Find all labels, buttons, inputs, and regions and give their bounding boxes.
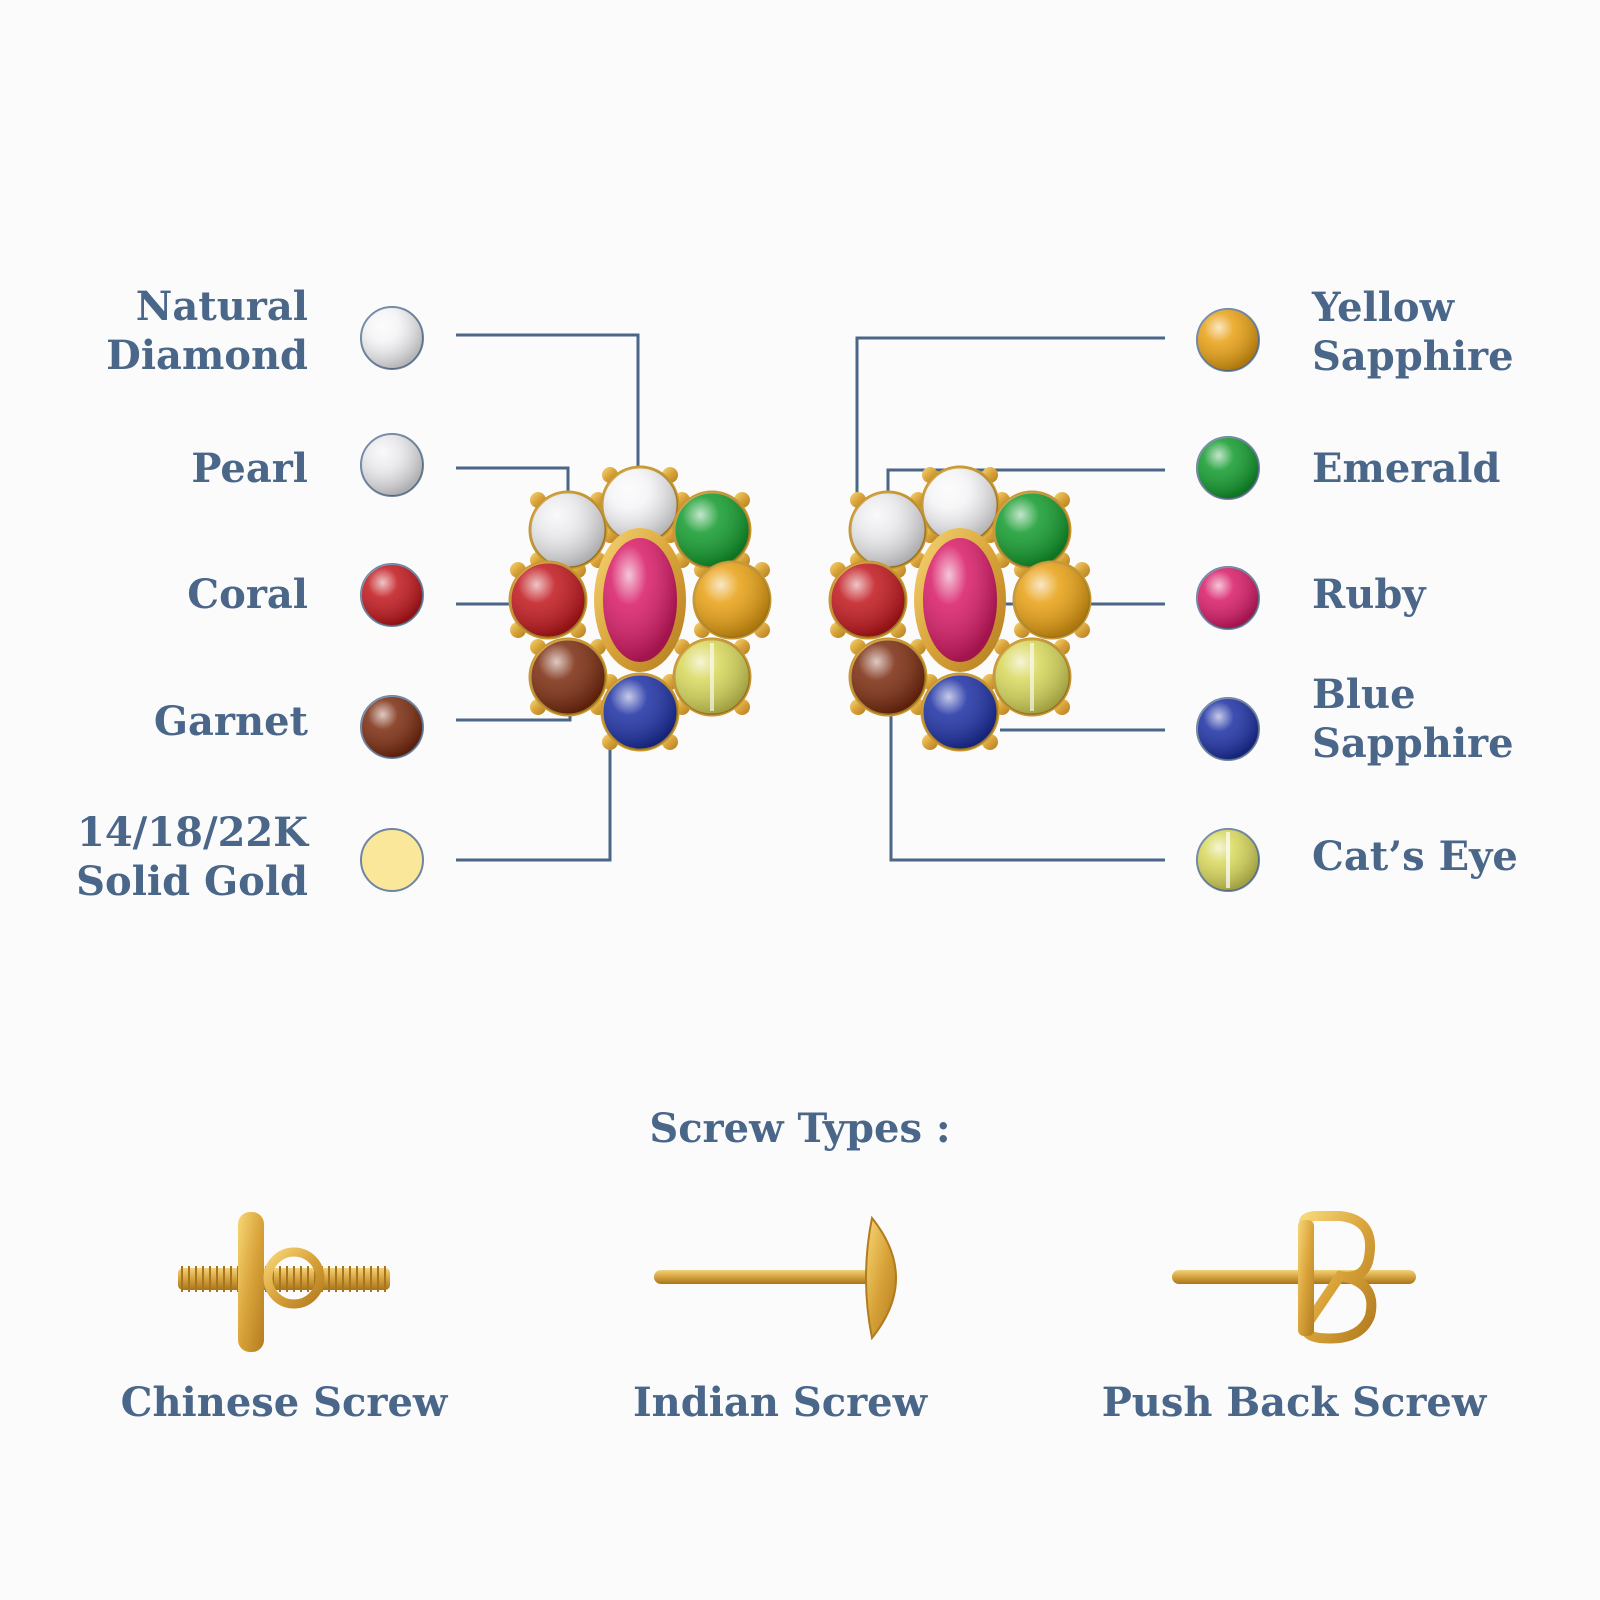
blue-sapphire-swatch <box>1196 697 1260 761</box>
left-earring <box>508 465 772 752</box>
garnet-swatch <box>360 695 424 759</box>
label-natural-diamond: Natural Diamond <box>106 283 308 379</box>
push-back-screw-icon <box>1172 1211 1416 1344</box>
coral-swatch <box>360 563 424 627</box>
push-back-screw-label: Push Back Screw <box>1101 1379 1487 1426</box>
chinese-screw-label: Chinese Screw <box>120 1379 448 1426</box>
right-earring <box>828 465 1092 752</box>
label-blue-sapphire: Blue Sapphire <box>1312 671 1514 767</box>
cats-eye-swatch <box>1196 828 1260 892</box>
screw-illustrations <box>178 1211 1416 1352</box>
gem-swatches <box>360 306 1260 892</box>
connector-line <box>456 740 612 862</box>
label-ruby: Ruby <box>1312 571 1426 618</box>
indian-screw-icon <box>654 1215 897 1341</box>
label-yellow-sapphire: Yellow Sapphire <box>1312 284 1514 380</box>
emerald-swatch <box>1196 436 1260 500</box>
screw-types-heading: Screw Types : <box>649 1105 951 1152</box>
label-pearl: Pearl <box>191 445 308 492</box>
pearl-swatch <box>360 433 424 497</box>
label-coral: Coral <box>187 571 308 618</box>
label-solid-gold: 14/18/22K Solid Gold <box>76 809 308 905</box>
ruby-swatch <box>1196 566 1260 630</box>
solid-gold-swatch <box>360 828 424 892</box>
label-emerald: Emerald <box>1312 445 1501 492</box>
label-cats-eye: Cat’s Eye <box>1312 833 1518 880</box>
connector-line <box>456 333 640 470</box>
connector-line <box>889 692 1165 862</box>
natural-diamond-swatch <box>360 306 424 370</box>
yellow-sapphire-swatch <box>1196 308 1260 372</box>
chinese-screw-icon <box>178 1212 390 1352</box>
indian-screw-label: Indian Screw <box>632 1379 928 1426</box>
label-garnet: Garnet <box>153 698 308 745</box>
